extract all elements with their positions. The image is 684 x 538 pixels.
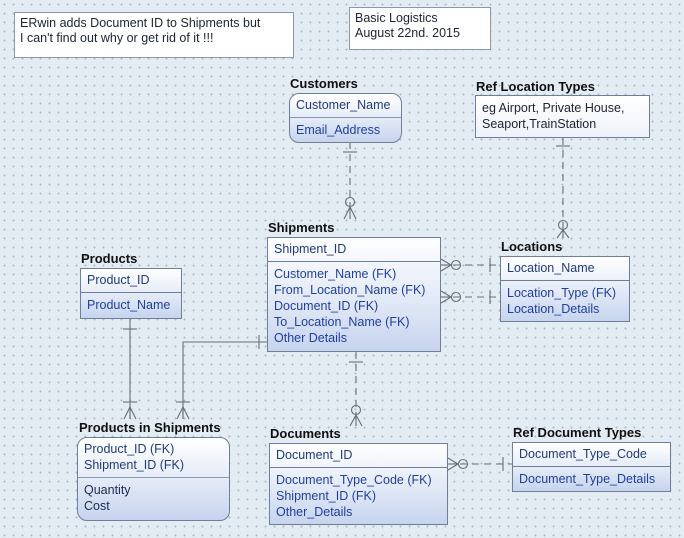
documents-attrs: Document_Type_Code (FK) Shipment_ID (FK)… <box>270 468 447 523</box>
products-in-shipments-pk: Product_ID (FK) Shipment_ID (FK) <box>78 438 229 478</box>
documents-pk: Document_ID <box>270 444 447 468</box>
issue-note-line-1: ERwin adds Document ID to Shipments but <box>20 16 261 30</box>
products-in-shipments-entity[interactable]: Product_ID (FK) Shipment_ID (FK) Quantit… <box>77 437 230 521</box>
shipments-attrs: Customer_Name (FK) From_Location_Name (F… <box>268 262 440 349</box>
documents-attr-document-type-code: Document_Type_Code (FK) <box>276 473 432 487</box>
documents-attr-other-details: Other_Details <box>276 505 353 519</box>
ref-document-types-title: Ref Document Types <box>513 425 642 440</box>
issue-note: ERwin adds Document ID to Shipments but … <box>14 12 294 58</box>
shipments-pk-shipment-id: Shipment_ID <box>274 242 347 256</box>
diagram-title-line-1: Basic Logistics <box>355 11 438 25</box>
products-productsinshipments-relationship <box>123 319 137 420</box>
documents-pk-document-id: Document_ID <box>276 448 353 462</box>
ref-location-types-title: Ref Location Types <box>476 79 595 94</box>
locations-shipments-relationship-from <box>440 258 500 272</box>
ref-document-types-pk-code: Document_Type_Code <box>519 447 647 461</box>
customers-pk-customer-name: Customer_Name <box>296 98 391 112</box>
locations-attr-location-type: Location_Type (FK) <box>507 286 617 300</box>
products-title: Products <box>81 251 138 266</box>
shipments-productsinshipments-relationship <box>176 335 268 420</box>
products-entity[interactable]: Product_ID Product_Name <box>80 268 182 319</box>
shipments-documents-relationship <box>349 352 363 427</box>
customers-shipments-relationship <box>343 142 357 220</box>
customers-attr-email: Email_Address <box>296 123 381 137</box>
issue-note-line-2: I can't find out why or get rid of it !!… <box>20 31 214 45</box>
shipments-attr-to-location-name: To_Location_Name (FK) <box>274 315 410 329</box>
documents-attr-shipment-id: Shipment_ID (FK) <box>276 489 377 503</box>
locations-shipments-relationship-to <box>440 290 500 304</box>
reflocationtypes-locations-relationship <box>556 138 570 239</box>
shipments-title: Shipments <box>268 220 335 235</box>
shipments-attr-customer-name: Customer_Name (FK) <box>274 267 397 281</box>
ref-document-types-attr-details: Document_Type_Details <box>519 472 656 486</box>
shipments-attr-from-location-name: From_Location_Name (FK) <box>274 283 426 297</box>
locations-attrs: Location_Type (FK) Location_Details <box>501 281 629 320</box>
products-attrs: Product_Name <box>81 293 181 316</box>
products-attr-product-name: Product_Name <box>87 298 171 312</box>
shipments-attr-other-details: Other Details <box>274 331 347 345</box>
diagram-title-line-2: August 22nd. 2015 <box>355 26 460 40</box>
documents-entity[interactable]: Document_ID Document_Type_Code (FK) Ship… <box>269 443 448 525</box>
ref-location-types-pk: eg Airport, Private House, Seaport,Train… <box>476 96 649 136</box>
ref-location-types-pk-line-2: Seaport,TrainStation <box>482 117 597 131</box>
customers-attrs: Email_Address <box>290 118 401 141</box>
products-pk: Product_ID <box>81 269 181 293</box>
customers-entity[interactable]: Customer_Name Email_Address <box>289 93 402 143</box>
locations-entity[interactable]: Location_Name Location_Type (FK) Locatio… <box>500 256 630 322</box>
customers-title: Customers <box>290 76 358 91</box>
refdocumenttypes-documents-relationship <box>447 457 513 471</box>
shipments-pk: Shipment_ID <box>268 238 440 262</box>
shipments-entity[interactable]: Shipment_ID Customer_Name (FK) From_Loca… <box>267 237 441 352</box>
products-in-shipments-pk-shipment-id: Shipment_ID (FK) <box>84 458 185 472</box>
diagram-title-note: Basic Logistics August 22nd. 2015 <box>349 7 491 50</box>
products-pk-product-id: Product_ID <box>87 273 150 287</box>
products-in-shipments-title: Products in Shipments <box>79 420 221 435</box>
products-in-shipments-attr-quantity: Quantity <box>84 483 131 497</box>
documents-title: Documents <box>270 426 341 441</box>
locations-pk-location-name: Location_Name <box>507 261 595 275</box>
products-in-shipments-pk-product-id: Product_ID (FK) <box>84 442 175 456</box>
products-in-shipments-attrs: Quantity Cost <box>78 478 229 517</box>
products-in-shipments-attr-cost: Cost <box>84 499 110 513</box>
ref-location-types-entity[interactable]: eg Airport, Private House, Seaport,Train… <box>475 95 650 138</box>
locations-pk: Location_Name <box>501 257 629 281</box>
ref-document-types-pk: Document_Type_Code <box>513 443 670 467</box>
locations-title: Locations <box>501 239 563 254</box>
shipments-attr-document-id: Document_ID (FK) <box>274 299 379 313</box>
customers-pk: Customer_Name <box>290 94 401 118</box>
locations-attr-location-details: Location_Details <box>507 302 600 316</box>
ref-document-types-attrs: Document_Type_Details <box>513 467 670 490</box>
ref-location-types-pk-line-1: eg Airport, Private House, <box>482 101 625 115</box>
ref-document-types-entity[interactable]: Document_Type_Code Document_Type_Details <box>512 442 671 492</box>
